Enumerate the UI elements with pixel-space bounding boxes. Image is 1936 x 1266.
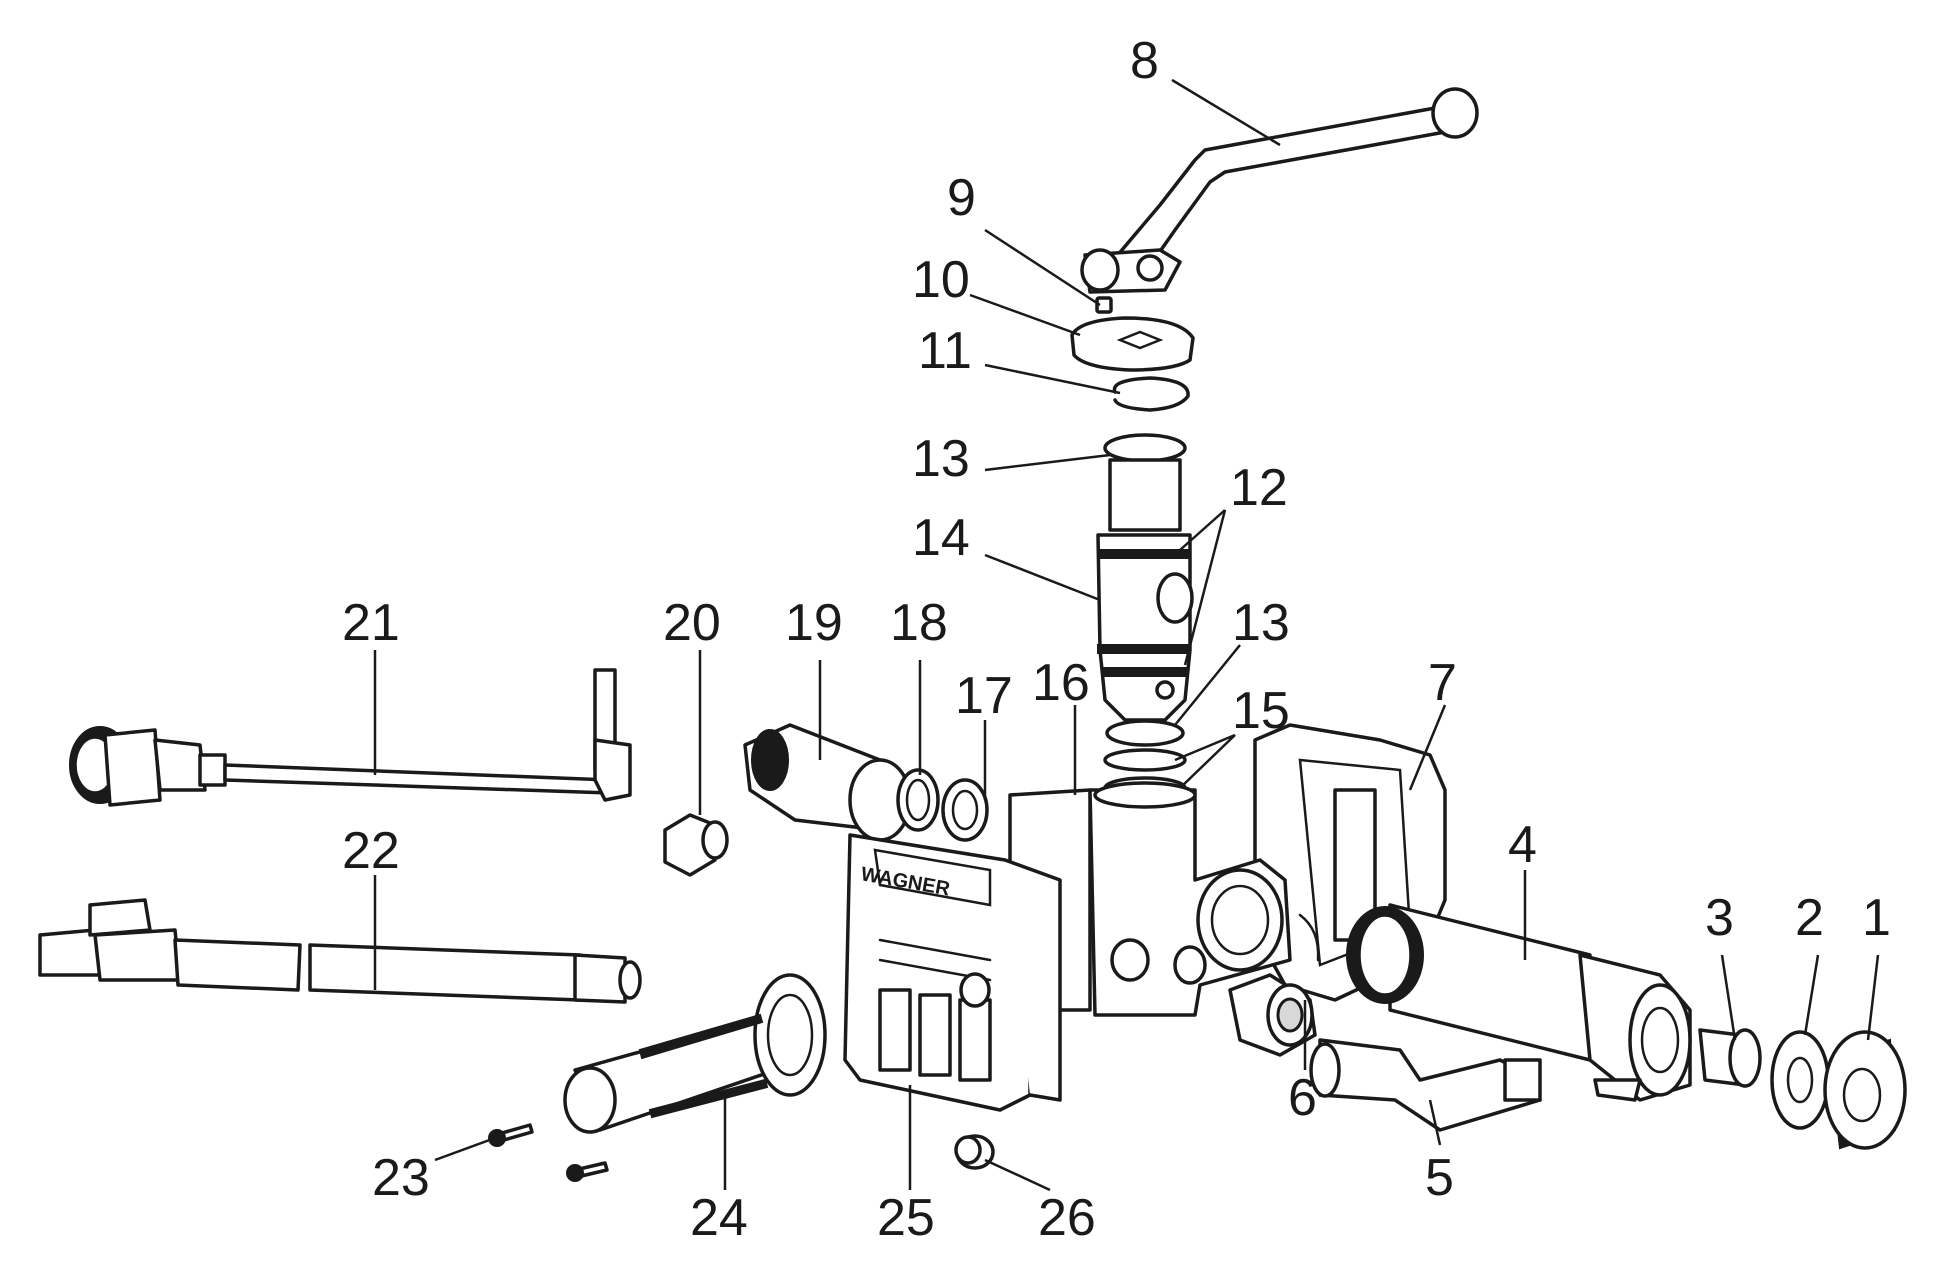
part-10-disc-plate <box>1070 316 1195 372</box>
callout-18: 18 <box>890 594 948 652</box>
part-8-lever-handle <box>1080 87 1479 294</box>
part-21-rod <box>69 668 632 807</box>
part-24-grip-handle <box>563 973 827 1134</box>
callout-11: 11 <box>918 322 972 380</box>
callout-8: 8 <box>1130 32 1159 90</box>
part-1-knurled-nut <box>1823 1030 1907 1150</box>
part-20-nut <box>663 813 729 877</box>
part-19-coupling <box>743 723 912 842</box>
part-14-valve-spool <box>1096 458 1194 722</box>
part-23-screws <box>488 1123 609 1182</box>
callout-3: 3 <box>1705 889 1734 947</box>
callout-15: 15 <box>1232 682 1290 740</box>
callout-23: 23 <box>372 1149 430 1207</box>
part-22-hose <box>38 898 642 1004</box>
callout-2: 2 <box>1795 889 1824 947</box>
part-13-lower-seal <box>1105 719 1185 747</box>
callout-1: 1 <box>1862 889 1891 947</box>
callout-20: 20 <box>663 594 721 652</box>
callout-21: 21 <box>342 594 400 652</box>
part-13-upper-seal <box>1103 433 1187 463</box>
callout-22: 22 <box>342 822 400 880</box>
part-26-plug <box>954 1134 995 1170</box>
callout-6: 6 <box>1288 1069 1317 1127</box>
part-17-o-ring <box>941 778 989 842</box>
callout-12: 12 <box>1230 459 1288 517</box>
callout-14: 14 <box>912 509 970 567</box>
callout-4: 4 <box>1508 816 1537 874</box>
callout-16: 16 <box>1032 654 1090 712</box>
part-25-cover-plate: WAGNER <box>843 833 1062 1112</box>
callout-25: 25 <box>877 1189 935 1247</box>
leader-lines <box>373 78 1880 1192</box>
callout-9: 9 <box>947 169 976 227</box>
part-2-washer <box>1770 1030 1830 1130</box>
part-11-snap-ring <box>1112 376 1190 412</box>
callout-13-upper: 13 <box>912 430 970 488</box>
part-5-angled-fitting <box>1309 1038 1542 1132</box>
part-3-nozzle <box>1698 1028 1762 1088</box>
callout-5: 5 <box>1425 1149 1454 1207</box>
part-9-pin <box>1095 296 1113 314</box>
part-18-o-ring <box>896 768 940 832</box>
callout-26: 26 <box>1038 1189 1096 1247</box>
callout-10: 10 <box>912 251 970 309</box>
callout-19: 19 <box>785 594 843 652</box>
callout-labels: 8 9 10 11 13 12 14 13 15 16 17 18 19 20 … <box>342 32 1891 1247</box>
callout-13-lower: 13 <box>1232 594 1290 652</box>
part-4-filter-tube <box>1346 903 1692 1102</box>
callout-24: 24 <box>690 1189 748 1247</box>
part-6-fitting <box>1228 913 1320 1057</box>
callout-7: 7 <box>1428 654 1457 712</box>
callout-17: 17 <box>955 667 1013 725</box>
